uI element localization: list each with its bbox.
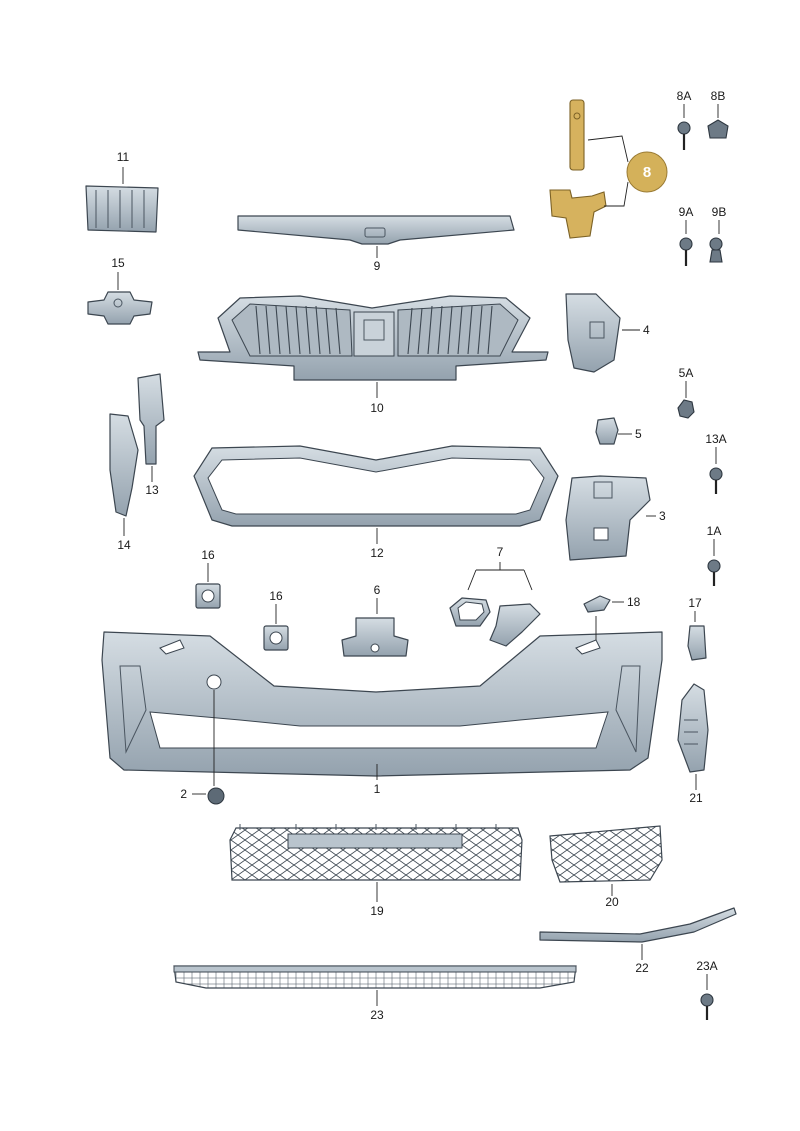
callout-1: 1 [374,782,381,796]
part-23a-screw: 23A [696,959,718,1020]
callout-10: 10 [370,401,384,415]
part-20-side-grille: 20 [549,825,663,909]
callout-12: 12 [370,546,384,560]
part-7-cover-set: 7 [449,545,541,647]
callout-16-left: 16 [201,548,215,562]
part-12-grille-frame: 12 [193,445,559,560]
callout-4: 4 [643,323,650,337]
part-1-bumper-cover: 1 [101,616,663,796]
callout-22: 22 [635,961,649,975]
callout-6: 6 [374,583,381,597]
part-15-clip: 15 [87,256,153,325]
fasteners-8-9: 8A 8B 9A 9B [677,89,729,266]
part-1a-screw: 1A [707,524,722,586]
callout-17: 17 [688,596,702,610]
part-6-bracket: 6 [341,583,409,657]
callout-23: 23 [370,1008,384,1022]
callout-8a: 8A [677,89,692,103]
part-19-lower-grille: 19 [229,824,523,918]
callout-5a: 5A [679,366,694,380]
callout-9: 9 [374,259,381,273]
part-9-upper-trim: 9 [237,215,515,273]
part-13-bracket: 13 [137,373,165,497]
part-8-bracket-set: 8 [549,99,668,239]
callout-7: 7 [497,545,504,559]
callout-14: 14 [117,538,131,552]
callout-13a: 13A [705,432,726,446]
callout-8: 8 [643,164,651,181]
callout-13: 13 [145,483,159,497]
callout-8b: 8B [711,89,726,103]
part-16-sensor-holder-left: 16 [195,548,221,609]
callout-9a: 9A [679,205,694,219]
part-23-lower-spoiler: 23 [173,965,577,1022]
callout-18: 18 [627,595,641,609]
part-14-bracket: 14 [109,413,139,552]
callout-1a: 1A [707,524,722,538]
part-17-guide: 17 [687,596,707,661]
part-5-clip: 5 [595,417,642,445]
callout-20: 20 [605,895,619,909]
callout-19: 19 [370,904,384,918]
callout-5: 5 [635,427,642,441]
callout-21: 21 [689,791,703,805]
callout-11: 11 [117,150,130,164]
callout-9b: 9B [712,205,727,219]
part-13a-screw: 13A [705,432,727,494]
part-16-sensor-holder-right: 16 [263,589,289,651]
part-18-cap: 18 [583,595,641,613]
callout-3: 3 [659,509,666,523]
part-21-bracket: 21 [677,683,709,805]
part-22-trim-strip: 22 [539,907,737,975]
callout-15: 15 [111,256,125,270]
part-4-bracket: 4 [565,293,650,373]
callout-23a: 23A [696,959,717,973]
part-10-radiator-grille: 10 [197,295,549,415]
part-3-bracket: 3 [565,475,666,561]
part-11-bracket: 11 [85,150,159,233]
part-5a-nut: 5A [677,366,695,419]
callout-16-right: 16 [269,589,283,603]
part-2-plug: 2 [180,787,225,805]
callout-2: 2 [180,787,187,801]
